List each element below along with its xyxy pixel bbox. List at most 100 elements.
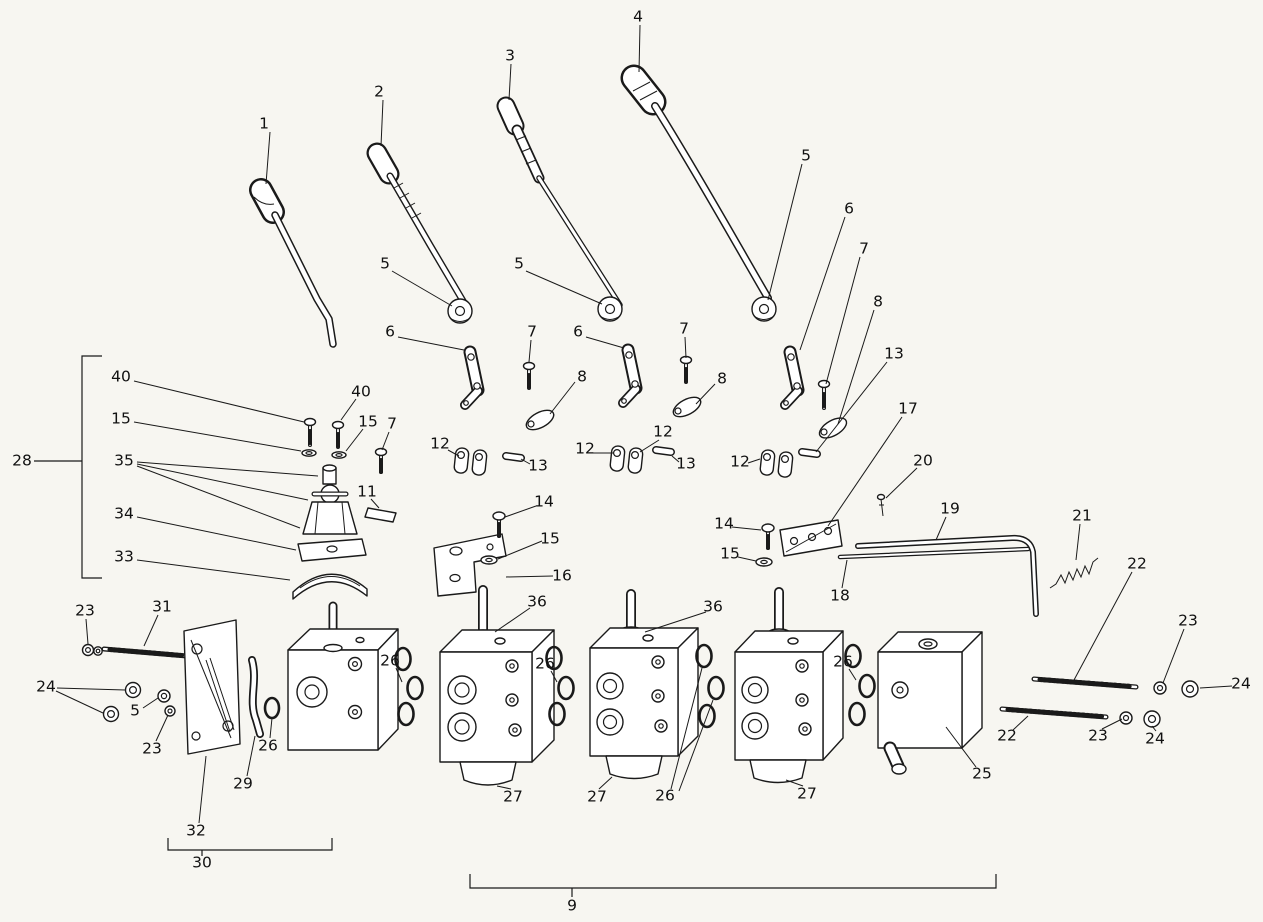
callout-label-11-32: 11 (357, 483, 377, 501)
callout-label-40-24: 40 (111, 368, 131, 386)
callout-label-25-62: 25 (972, 765, 992, 783)
nut-24-upper-right (1181, 680, 1199, 698)
leader-line-2 (380, 99, 384, 147)
callout-label-1-0: 1 (259, 115, 269, 133)
leader-line-27 (496, 785, 512, 790)
cam-lever-3 (818, 417, 848, 439)
o-ring-cluster-2 (545, 645, 575, 727)
leader-line-35 (136, 465, 301, 529)
pivot-nut-1 (447, 298, 473, 324)
callout-label-12-35: 12 (575, 440, 595, 458)
strip-29 (248, 656, 264, 738)
callout-label-36-46: 36 (703, 598, 723, 616)
leader-line-21 (1075, 523, 1081, 561)
leader-line-5 (391, 270, 453, 307)
callout-label-24-65: 24 (1145, 730, 1165, 748)
callout-label-31-48: 31 (152, 598, 172, 616)
washer-23-top-left (81, 643, 103, 657)
leader-line-26 (848, 668, 857, 681)
callout-label-5-4: 5 (801, 147, 811, 165)
callout-label-26-52: 26 (258, 737, 278, 755)
callout-label-13-8: 13 (884, 345, 904, 363)
leader-line-4 (638, 24, 641, 73)
bolt-40-left (303, 417, 317, 447)
callout-label-36-45: 36 (527, 593, 547, 611)
leader-line-23 (1162, 628, 1185, 684)
callout-label-7-28: 7 (387, 415, 397, 433)
o-ring-cluster-3 (695, 643, 725, 729)
plate-17 (779, 519, 843, 557)
leader-line-36 (644, 611, 707, 633)
bracket-label-30: 30 (192, 854, 212, 872)
callout-label-18-44: 18 (830, 587, 850, 605)
callout-label-22-13: 22 (1127, 555, 1147, 573)
callout-label-6-18: 6 (385, 323, 395, 341)
washer-23-lower-right (1119, 711, 1133, 725)
leader-line-27 (598, 776, 613, 790)
o-ring-cluster-1 (394, 646, 424, 727)
leader-line-40 (133, 380, 305, 423)
leader-line-26 (678, 699, 714, 792)
base-33 (292, 573, 368, 600)
callout-label-32-54: 32 (186, 822, 206, 840)
bolt-7-4 (374, 447, 388, 474)
gimbal-body-35 (302, 464, 358, 535)
rod-19 (855, 534, 1039, 617)
lever-4-handle (620, 64, 772, 302)
callout-label-27-61: 27 (797, 785, 817, 803)
callout-label-16-41: 16 (552, 567, 572, 585)
callout-label-20-10: 20 (913, 452, 933, 470)
leader-line-40 (340, 398, 357, 421)
o-ring-single (263, 696, 281, 720)
callout-label-8-23: 8 (717, 370, 727, 388)
washer-15-bracket-left (480, 555, 498, 565)
callout-label-5-16: 5 (380, 255, 390, 273)
leader-line-7 (528, 339, 532, 363)
bolt-7-2 (679, 355, 693, 384)
callout-label-22-63: 22 (997, 727, 1017, 745)
callout-label-8-7: 8 (873, 293, 883, 311)
nut-24-a (124, 681, 142, 699)
leader-line-29 (246, 735, 256, 777)
bolt-14-right (761, 523, 775, 550)
leader-line-24 (1199, 685, 1233, 689)
stud-22-lower (999, 706, 1109, 720)
leader-line-7 (684, 336, 687, 359)
group-bracket-9 (469, 874, 997, 889)
callout-label-33-31: 33 (114, 548, 134, 566)
washer-15-right (331, 451, 347, 459)
leader-line-8 (837, 309, 875, 425)
leader-line-8 (695, 383, 716, 405)
bolt-40-right (331, 420, 345, 449)
leader-line-3 (508, 63, 512, 101)
leader-line-23 (1101, 718, 1123, 730)
callout-label-35-29: 35 (114, 452, 134, 470)
leader-line-6 (799, 216, 846, 351)
nut-24-b (102, 705, 120, 723)
callout-label-3-2: 3 (505, 47, 515, 65)
callout-label-8-22: 8 (577, 368, 587, 386)
bracket-label-9: 9 (567, 897, 577, 915)
pin-20 (876, 493, 886, 517)
callout-label-13-37: 13 (676, 455, 696, 473)
clevis-pair-2 (609, 445, 644, 474)
leader-line-35 (136, 463, 309, 501)
leader-line-34 (136, 516, 297, 551)
bolt-14-left (492, 511, 506, 538)
leader-line-19 (935, 516, 947, 541)
callout-label-15-40: 15 (540, 530, 560, 548)
leader-line-20 (885, 467, 918, 499)
pin-13-2 (652, 446, 675, 456)
leader-line-5 (142, 697, 159, 709)
leader-line-23 (85, 618, 89, 645)
callout-label-13-34: 13 (528, 457, 548, 475)
leader-line-6 (585, 336, 625, 349)
callout-label-34-30: 34 (114, 505, 134, 523)
leader-line-8 (549, 381, 576, 415)
callout-label-26-56: 26 (535, 655, 555, 673)
leader-line-11 (370, 498, 380, 509)
lever-2-handle (366, 142, 470, 310)
